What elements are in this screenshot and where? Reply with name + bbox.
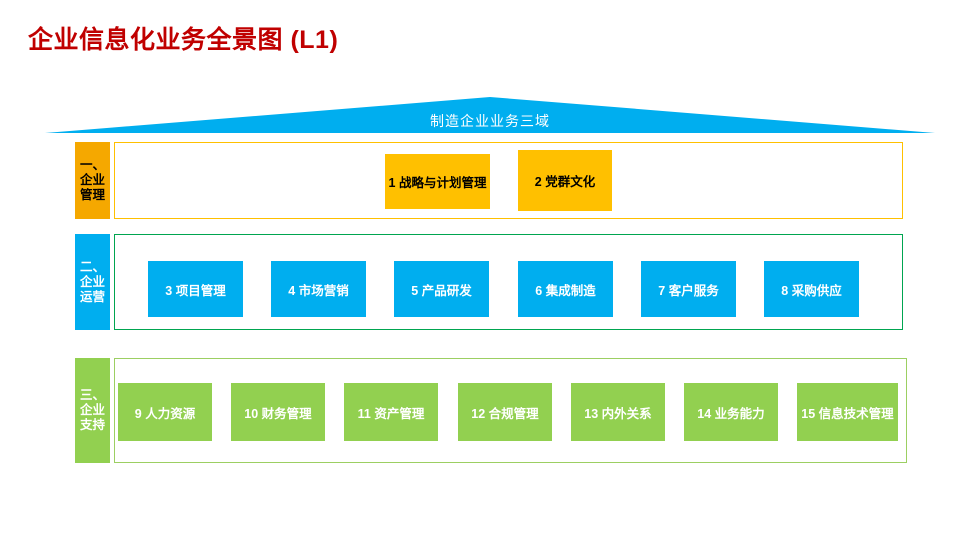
- band-tab-label-line: 管理: [79, 188, 105, 202]
- band-box-enterprise-operations-4: 6 集成制造: [518, 261, 613, 317]
- band-box-enterprise-support-2: 10 财务管理: [231, 383, 325, 441]
- roof-triangle: 制造企业业务三域: [45, 97, 935, 133]
- band-box-enterprise-operations-6: 8 采购供应: [764, 261, 859, 317]
- band-enterprise-management: 一、企业管理 1 战略与计划管理 2 党群文化: [75, 142, 903, 219]
- band-box-enterprise-support-1: 9 人力资源: [118, 383, 212, 441]
- band-tab-label-line: 支持: [79, 418, 105, 432]
- band-tab-label-line: 企业: [79, 403, 105, 417]
- band-tab-enterprise-management: 一、企业管理: [75, 142, 110, 219]
- band-tab-label-line: 二、: [79, 259, 105, 274]
- page-title: 企业信息化业务全景图 (L1): [28, 26, 339, 54]
- band-box-enterprise-operations-1: 3 项目管理: [148, 261, 243, 317]
- band-box-enterprise-operations-3: 5 产品研发: [394, 261, 489, 317]
- band-enterprise-operations: 二、企业运营 3 项目管理 4 市场营销 5 产品研发 6 集成制造 7 客户服务 8 采购…: [75, 234, 903, 330]
- band-panel-enterprise-management: [114, 142, 903, 219]
- band-box-enterprise-support-6: 14 业务能力: [684, 383, 778, 441]
- band-box-enterprise-operations-5: 7 客户服务: [641, 261, 736, 317]
- band-box-enterprise-management-2: 2 党群文化: [518, 150, 612, 211]
- band-tab-label-line: 企业: [79, 274, 105, 289]
- band-box-enterprise-support-7: 15 信息技术管理: [797, 383, 898, 441]
- band-box-enterprise-support-5: 13 内外关系: [571, 383, 665, 441]
- band-box-enterprise-operations-2: 4 市场营销: [271, 261, 366, 317]
- band-tab-enterprise-operations: 二、企业运营: [75, 234, 110, 330]
- band-tab-label-line: 一、: [79, 158, 105, 172]
- band-tab-label-line: 企业: [79, 173, 105, 187]
- band-tab-label-line: 三、: [79, 388, 105, 402]
- roof-label: 制造企业业务三域: [430, 113, 550, 129]
- band-box-enterprise-management-1: 1 战略与计划管理: [385, 154, 490, 209]
- band-tab-enterprise-support: 三、企业支持: [75, 358, 110, 463]
- band-box-enterprise-support-3: 11 资产管理: [344, 383, 438, 441]
- band-tab-label-line: 运营: [79, 289, 105, 304]
- band-box-enterprise-support-4: 12 合规管理: [458, 383, 552, 441]
